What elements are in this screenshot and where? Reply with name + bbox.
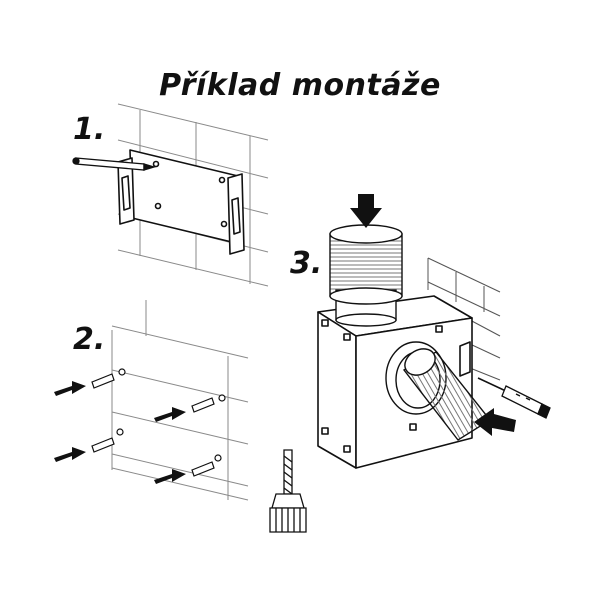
step-label-1: 1. [73, 112, 106, 147]
screwdriver-icon [477, 377, 551, 419]
drill-bit-icon [269, 449, 307, 533]
vertical-duct [329, 224, 403, 327]
side-port-duct [385, 341, 492, 441]
wall-dowels [91, 373, 215, 477]
diagram-title: Příklad montáže [159, 68, 441, 103]
step-label-2: 2. [73, 322, 106, 357]
pencil-icon [72, 157, 157, 171]
step-label-3: 3. [290, 246, 323, 281]
arrow-icons-step2 [54, 381, 186, 484]
arrow-icons-step3 [350, 194, 516, 436]
mounting-bracket [117, 149, 245, 255]
step2-wall [111, 300, 249, 501]
step3-wall [427, 257, 501, 381]
wall-holes [116, 368, 226, 462]
